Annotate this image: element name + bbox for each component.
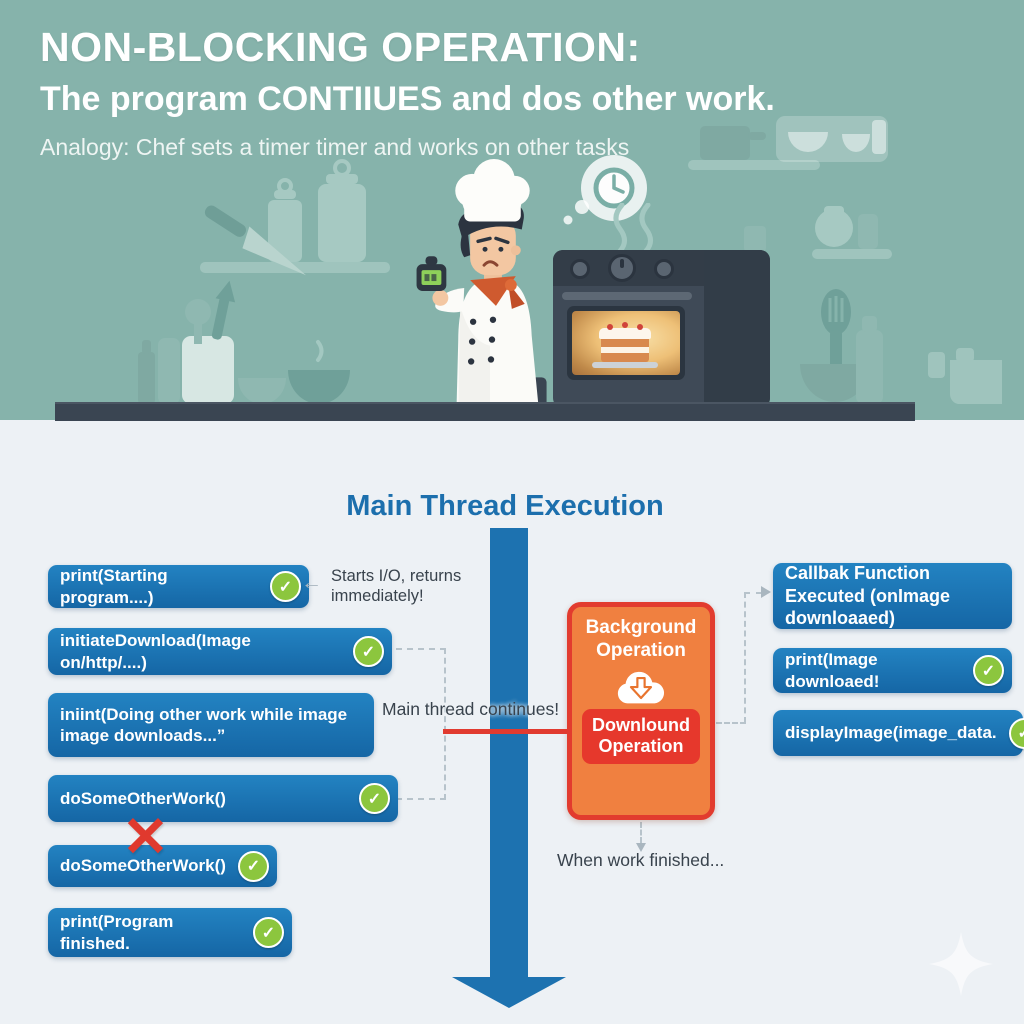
main-title: NON-BLOCKING OPERATION: [40,24,641,70]
oven-window [567,306,685,380]
dashed-connector [744,592,762,594]
code-step-do-some-other-work: doSomeOtherWork() ✓ [48,775,398,822]
download-operation-label: Downlound Operation [582,708,700,764]
code-label: doSomeOtherWork() [60,856,226,876]
steam-icon [613,203,653,253]
code-step-print-finished: print(Program finished. ✓ [48,908,292,957]
timeline-arrow-down-icon [452,977,566,1008]
oven-knob [570,259,590,279]
check-icon: ✓ [270,571,301,602]
code-step-doing-other-work: iniint(Doing other work while image imag… [48,693,374,757]
oven-glass [572,311,680,375]
dashed-connector [640,822,642,843]
annotation-main-thread-continues: Main thread continues! [382,699,560,719]
main-thread-continues-line [443,729,570,734]
code-label: doSomeOtherWork() [60,788,226,808]
cake-plate [592,362,658,368]
kitchen-silhouettes-illustration [138,116,1002,404]
code-label: print(Starting program....) [60,566,168,607]
dashed-arrowhead-right-icon [761,586,771,598]
dashed-arrowhead-down-icon [636,843,646,852]
code-step-initiate-download: initiateDownload(Image on/http/....) ✓ [48,628,392,675]
thought-bubble-clock-icon [563,155,647,225]
sparkle-icon [929,932,993,996]
download-cloud-icon [617,671,665,703]
check-icon: ✓ [238,850,269,882]
oven-knob [608,254,636,282]
dashed-connector-left-bracket [396,648,446,800]
chef-illustration [416,158,547,420]
dashed-connector [716,722,746,724]
section-title: Main Thread Execution [346,490,664,522]
annotation-starts-io: Starts I/O, returns immediately! [331,567,462,606]
check-icon: ✓ [359,783,390,814]
code-step-print-starting: print(Starting program....) ✓ [48,565,309,608]
background-operation-title: Background Operation [585,617,697,661]
code-step-display-image: displayImage(image_data. ✓ [773,710,1024,756]
check-icon: ✓ [253,917,284,948]
kitchen-counter [55,402,915,421]
oven-door-handle [562,292,692,300]
code-label: Callbak Function Executed (onImage downl… [785,563,951,629]
code-step-print-image-downloaded: print(Image downloaed! ✓ [773,648,1012,693]
oven-side-panel [704,250,770,408]
oven-knob [654,259,674,279]
dashed-connector [744,592,746,723]
code-label: initiateDownload(Image on/http/....) [60,631,251,672]
code-label: print(Program finished. [60,912,174,953]
main-thread-timeline [490,528,528,978]
analogy-caption: Analogy: Chef sets a timer timer and wor… [40,134,630,160]
left-arrow-icon: ← [301,571,322,594]
cake-illustration [599,322,651,362]
callback-executed-box: Callbak Function Executed (onImage downl… [773,563,1012,629]
oven-illustration [553,250,770,408]
check-icon: ✓ [353,636,384,667]
subtitle: The program CONTIIUES and dos other work… [40,80,775,118]
code-label: iniint(Doing other work while image imag… [60,704,348,745]
header-kitchen-scene: NON-BLOCKING OPERATION: The program CONT… [0,0,1024,421]
code-label: displayImage(image_data. [785,723,997,743]
error-cross-icon: ✕ [122,805,169,868]
background-operation-box: Background Operation Downlound Operation [567,602,715,820]
annotation-when-work-finished: When work finished... [557,850,725,870]
code-step-do-some-other-work-2: doSomeOtherWork() ✓ [48,845,277,887]
code-label: print(Image downloaed! [785,650,880,691]
check-icon: ✓ [1008,717,1024,749]
check-icon: ✓ [973,655,1004,686]
